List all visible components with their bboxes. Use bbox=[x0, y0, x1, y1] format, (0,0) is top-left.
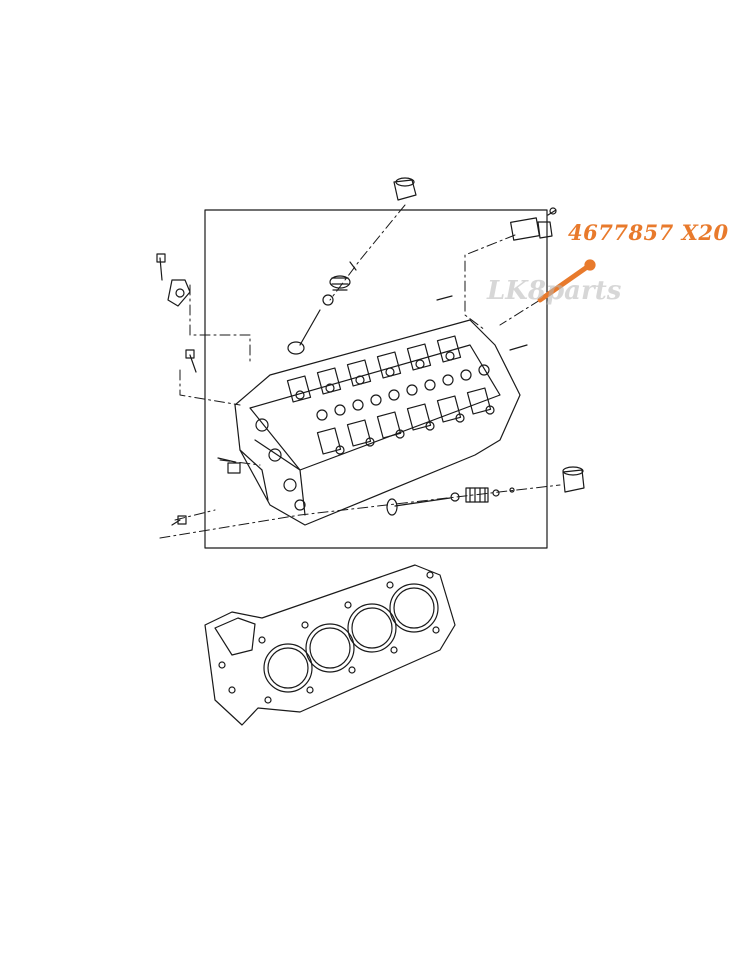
valve-head-right bbox=[386, 498, 398, 516]
leader-line-top-valve bbox=[329, 204, 406, 301]
valve-stem-right bbox=[394, 497, 451, 507]
gasket-bore-3 bbox=[347, 603, 397, 653]
gasket-bore-4 bbox=[389, 583, 439, 633]
gasket-bore-2 bbox=[305, 623, 355, 673]
camshaft-sensor bbox=[510, 207, 557, 241]
brand-watermark: LK8parts bbox=[487, 276, 622, 306]
tappet-right bbox=[562, 469, 585, 493]
left-fasteners bbox=[156, 253, 528, 526]
valve-keeper-right bbox=[509, 487, 515, 493]
leader-line-head-bolt bbox=[499, 299, 541, 326]
valve-bores bbox=[295, 351, 495, 455]
tappet-top bbox=[393, 179, 417, 201]
valve-spring-right bbox=[465, 487, 489, 503]
valve-keeper-top bbox=[349, 261, 357, 271]
bottom-left-bolt bbox=[171, 519, 181, 526]
cylinder-head-gasket bbox=[204, 564, 456, 726]
head-bolt-shank bbox=[537, 262, 593, 303]
valve-stem-top bbox=[299, 309, 321, 346]
valve-retainer-right bbox=[492, 489, 500, 497]
left-bolt-shank bbox=[159, 257, 163, 281]
leader-line-sensor bbox=[464, 234, 516, 331]
top-valve-assembly bbox=[287, 177, 417, 355]
left-plug bbox=[217, 457, 236, 463]
valve-seal-right bbox=[450, 492, 460, 502]
leader-line-bottom-left bbox=[174, 509, 216, 521]
top-small-bolt bbox=[436, 295, 453, 301]
cylinder-head bbox=[234, 319, 521, 526]
gasket-timing-cutout bbox=[214, 617, 256, 656]
lifting-eye bbox=[167, 279, 191, 307]
valve-head-top bbox=[287, 341, 305, 355]
cylinder-head-bolt-highlight bbox=[537, 259, 596, 303]
leader-line-bottom bbox=[159, 484, 561, 539]
leader-lines bbox=[159, 204, 561, 539]
cam-caps-lower bbox=[316, 387, 492, 455]
valve-seal-top bbox=[322, 294, 334, 306]
right-small-bolt bbox=[509, 344, 528, 351]
gasket-bore-1 bbox=[263, 643, 313, 693]
gasket-holes bbox=[218, 571, 440, 704]
part-number-callout: 4677857 X20 bbox=[568, 220, 729, 245]
leader-line-left-bolt bbox=[189, 284, 251, 366]
exploded-view-frame bbox=[204, 209, 548, 549]
valve-spring-top bbox=[329, 275, 351, 289]
leader-line-left-stud bbox=[179, 369, 241, 406]
head-side-bosses bbox=[255, 418, 306, 511]
right-valve-assembly bbox=[386, 466, 585, 516]
head-bolt-head bbox=[584, 259, 596, 271]
